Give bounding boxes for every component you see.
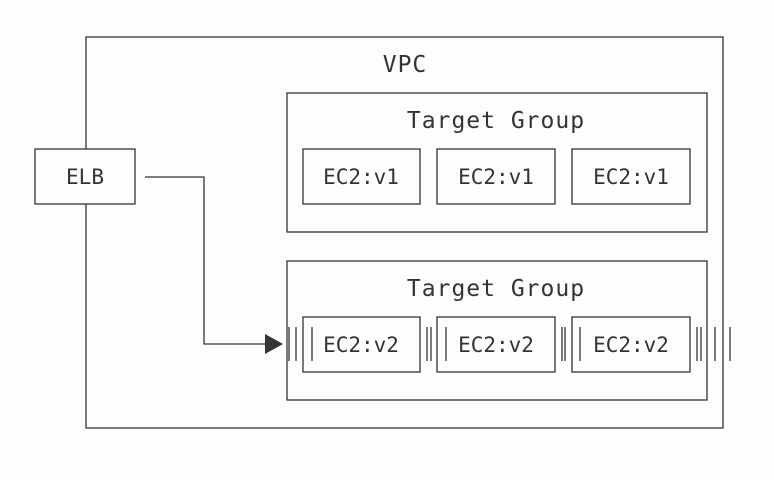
ec2-instance-1-1 xyxy=(302,148,421,205)
target-group-1-label: Target Group xyxy=(407,108,585,134)
target-group-2-label: Target Group xyxy=(407,276,585,302)
ec2-instance-1-3-label: EC2:v1 xyxy=(593,165,669,189)
ec2-instance-1-2 xyxy=(436,148,556,205)
ec2-instance-2-3 xyxy=(571,316,691,373)
ec2-instance-2-2 xyxy=(436,316,556,373)
vpc-box xyxy=(85,36,724,429)
arrow-head-icon xyxy=(265,334,283,354)
ec2-instance-2-3-label: EC2:v2 xyxy=(593,333,669,357)
elb-label: ELB xyxy=(66,165,104,189)
elb-arrow-line xyxy=(145,176,266,345)
target-group-1-box xyxy=(286,92,708,233)
traffic-separator-marks xyxy=(288,327,731,361)
ec2-instance-2-1 xyxy=(302,316,421,373)
elb-box xyxy=(34,148,136,205)
vpc-label: VPC xyxy=(383,52,428,78)
target-group-2-box xyxy=(286,260,708,401)
ec2-instance-2-2-label: EC2:v2 xyxy=(458,333,534,357)
ec2-instance-1-3 xyxy=(571,148,691,205)
ec2-instance-2-1-label: EC2:v2 xyxy=(323,333,399,357)
ec2-instance-1-2-label: EC2:v1 xyxy=(458,165,534,189)
ec2-instance-1-1-label: EC2:v1 xyxy=(323,165,399,189)
